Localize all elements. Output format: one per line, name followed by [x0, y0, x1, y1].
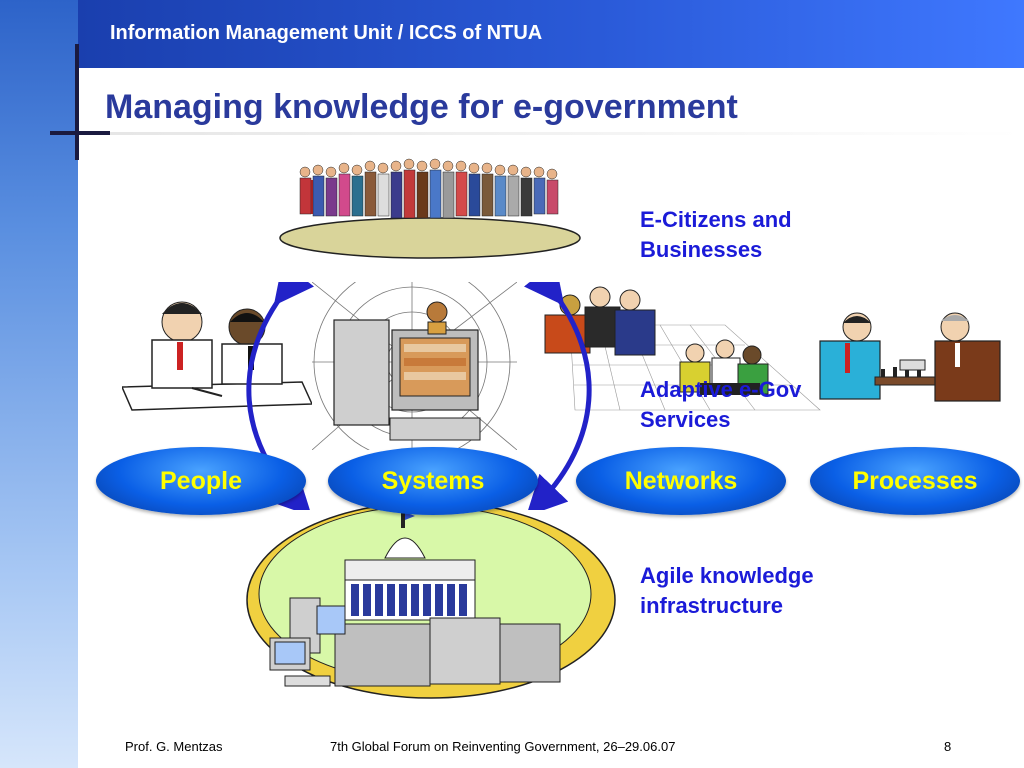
label-citizens: E-Citizens and Businesses [640, 205, 792, 265]
computer-web-illustration [312, 282, 517, 450]
header-title: Information Management Unit / ICCS of NT… [110, 22, 543, 44]
label-services-line-1: Adaptive e-Gov [640, 377, 802, 402]
chess-players-illustration [819, 312, 1001, 402]
oval-networks: Networks [576, 447, 786, 515]
vertical-accent-line [75, 44, 79, 160]
title-underline [110, 132, 1024, 135]
label-infrastructure: Agile knowledge infrastructure [640, 561, 814, 621]
horizontal-accent-line [50, 131, 110, 135]
government-infrastructure-illustration [246, 501, 616, 699]
oval-systems-label: Systems [381, 466, 485, 495]
label-citizens-line-1: E-Citizens and [640, 207, 792, 232]
oval-people: People [96, 447, 306, 515]
header-bar [78, 0, 1024, 68]
footer-event: 7th Global Forum on Reinventing Governme… [330, 739, 676, 754]
oval-systems: Systems [328, 447, 538, 515]
label-services: Adaptive e-Gov Services [640, 375, 801, 435]
footer-page-number: 8 [944, 739, 952, 754]
oval-people-label: People [160, 466, 242, 495]
left-gradient-band [0, 0, 78, 768]
oval-networks-label: Networks [624, 466, 738, 495]
label-infrastructure-line-1: Agile knowledge [640, 563, 814, 588]
crowd-illustration [279, 158, 581, 259]
footer-author: Prof. G. Mentzas [125, 739, 223, 754]
slide-title: Managing knowledge for e-government [105, 88, 738, 126]
oval-processes-label: Processes [852, 466, 978, 495]
label-infrastructure-line-2: infrastructure [640, 593, 784, 618]
oval-processes: Processes [810, 447, 1020, 515]
label-services-line-2: Services [640, 407, 731, 432]
label-citizens-line-2: Businesses [640, 237, 763, 262]
